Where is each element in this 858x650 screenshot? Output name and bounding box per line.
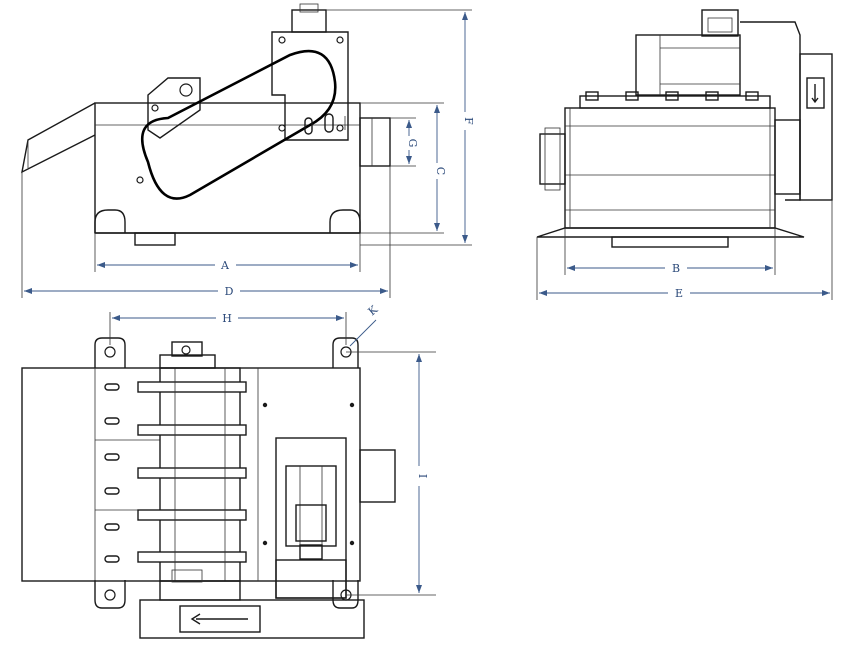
plan-view-dimensions: H K I	[109, 303, 436, 596]
side-foot-left	[94, 209, 126, 233]
front-view-dimensions: B E	[536, 200, 833, 300]
dim-label-b: B	[672, 262, 680, 275]
side-drive-belt	[140, 49, 337, 200]
dim-label-f: F	[462, 117, 475, 125]
dim-label-d: D	[225, 285, 234, 298]
side-view	[21, 3, 391, 246]
front-base	[536, 227, 805, 238]
front-pipe	[539, 133, 566, 185]
dim-label-h: H	[222, 312, 232, 325]
side-foot-right	[329, 209, 361, 233]
dim-label-c: C	[434, 167, 447, 175]
dim-label-a: A	[220, 259, 230, 272]
side-outlet-pipe	[359, 117, 391, 167]
dim-label-i: I	[416, 474, 429, 478]
side-view-dimensions: A D F C G	[21, 9, 475, 298]
dim-label-k: K	[366, 303, 381, 319]
plan-bottom-plate	[139, 599, 365, 639]
front-motor	[635, 34, 741, 96]
plan-view	[21, 337, 396, 639]
dim-label-e: E	[675, 287, 683, 300]
front-side-box	[799, 53, 833, 201]
side-chute	[21, 102, 96, 174]
plan-outlet-pipe	[359, 449, 396, 503]
side-housing	[94, 102, 361, 234]
dim-label-g: G	[406, 139, 419, 148]
front-view	[536, 9, 833, 248]
